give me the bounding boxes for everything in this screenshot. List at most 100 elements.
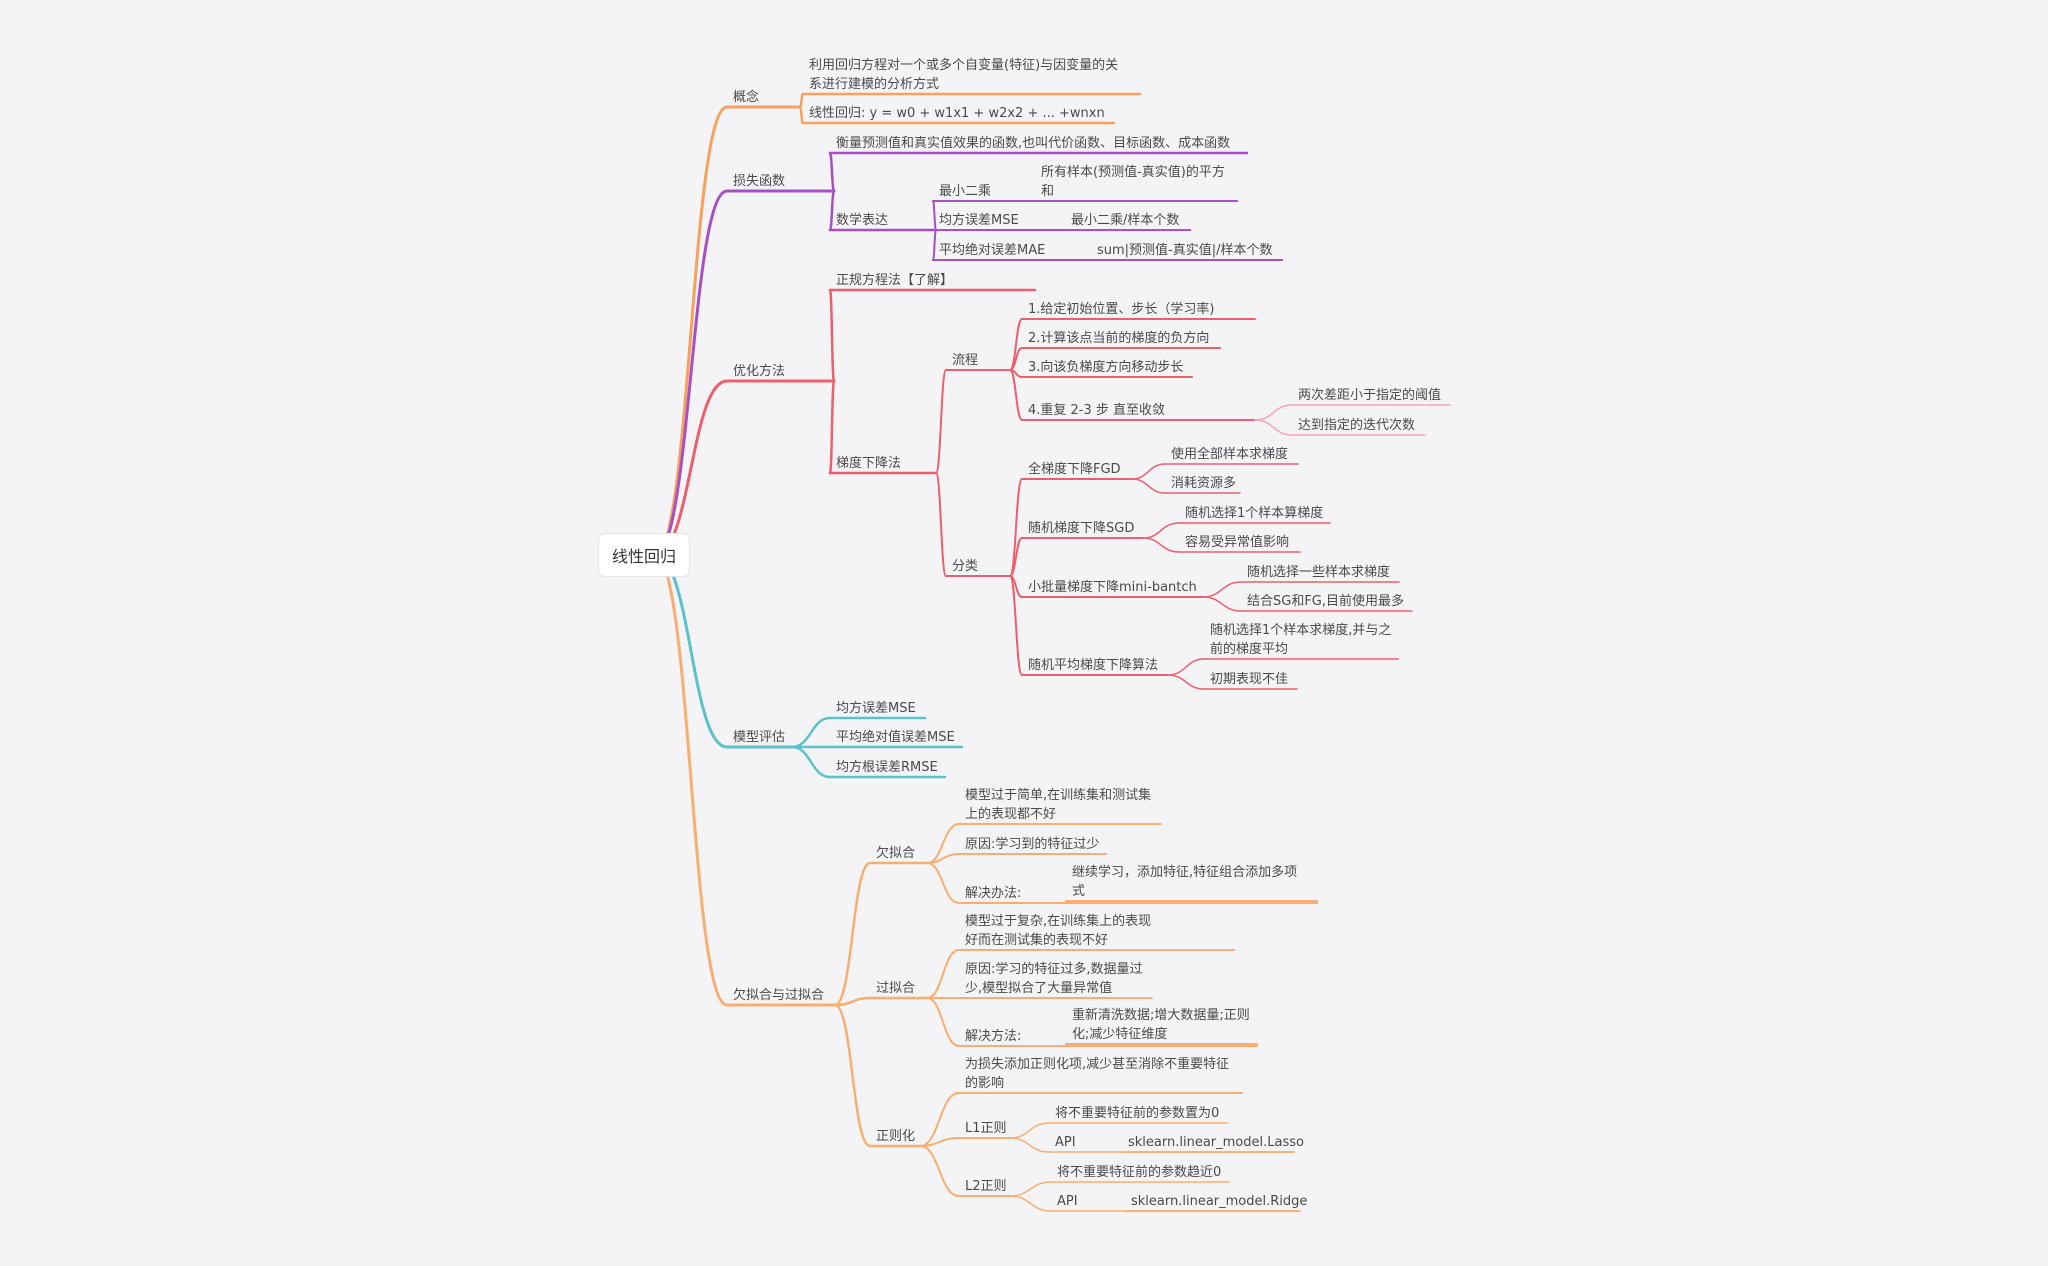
node-conv2[interactable]: 达到指定的迭代次数: [1298, 417, 1415, 433]
node-fgd1[interactable]: 使用全部样本求梯度: [1171, 446, 1288, 462]
node-l1-def[interactable]: 将不重要特征前的参数置为0: [1055, 1105, 1219, 1121]
node-line: 衡量预测值和真实值效果的函数,也叫代价函数、目标函数、成本函数: [836, 135, 1230, 151]
node-sgd2[interactable]: 容易受异常值影响: [1185, 534, 1289, 550]
edge-l2_api: [1009, 1195, 1052, 1212]
node-reg-def[interactable]: 为损失添加正则化项,减少甚至消除不重要特征的影响: [965, 1056, 1229, 1091]
edge-flow4: [1009, 369, 1023, 421]
edge-under_def: [926, 823, 960, 864]
node-line: 使用全部样本求梯度: [1171, 446, 1288, 462]
node-over-cause[interactable]: 原因:学习的特征过多,数据量过少,模型拟合了大量异常值: [965, 961, 1143, 996]
node-l2[interactable]: L2正则: [965, 1179, 1007, 1194]
edge-eval: [653, 553, 729, 749]
node-under[interactable]: 欠拟合: [876, 845, 915, 861]
node-sgd[interactable]: 随机梯度下降SGD: [1028, 520, 1134, 536]
node-line: 模型过于复杂,在训练集上的表现: [965, 913, 1151, 929]
node-line: 模型评估: [733, 730, 785, 745]
node-flow1[interactable]: 1.给定初始位置、步长（学习率): [1028, 301, 1214, 317]
node-over-sol[interactable]: 解决方法:: [965, 1028, 1021, 1044]
edge-fit: [653, 553, 729, 1007]
edge-sag2: [1167, 674, 1205, 690]
node-mse[interactable]: 均方误差MSE: [939, 212, 1019, 228]
node-mse-def[interactable]: 最小二乘/样本个数: [1071, 213, 1179, 228]
node-over[interactable]: 过拟合: [876, 981, 915, 996]
node-line: 分类: [952, 559, 978, 574]
edge-over_sol: [926, 997, 960, 1047]
node-sag1[interactable]: 随机选择1个样本求梯度,并与之前的梯度平均: [1210, 622, 1391, 657]
node-fit[interactable]: 欠拟合与过拟合: [733, 987, 824, 1003]
edge-l1_def: [1009, 1122, 1050, 1139]
node-under-def[interactable]: 模型过于简单,在训练集和测试集上的表现都不好: [965, 787, 1151, 822]
node-line: sum|预测值-真实值|/样本个数: [1097, 242, 1273, 258]
node-l2-def[interactable]: 将不重要特征前的参数趋近0: [1057, 1164, 1221, 1180]
node-line: 原因:学习到的特征过少: [965, 836, 1099, 852]
root-node-label: 线性回归: [611, 547, 676, 566]
node-concept-formula[interactable]: 线性回归: y = w0 + w1x1 + w2x2 + ... +wnxn: [809, 106, 1105, 121]
node-mae[interactable]: 平均绝对误差MAE: [939, 242, 1045, 258]
edge-over_def: [926, 949, 960, 999]
node-flow3[interactable]: 3.向该负梯度方向移动步长: [1028, 359, 1183, 375]
node-line: 2.计算该点当前的梯度的负方向: [1028, 330, 1209, 346]
node-loss[interactable]: 损失函数: [733, 174, 785, 189]
edge-l2_def: [1009, 1181, 1052, 1197]
node-mini2[interactable]: 结合SG和FG,目前使用最多: [1247, 593, 1404, 609]
node-concept-def[interactable]: 利用回归方程对一个或多个自变量(特征)与因变量的关系进行建模的分析方式: [809, 57, 1118, 92]
node-fgd2[interactable]: 消耗资源多: [1171, 475, 1236, 491]
node-concept[interactable]: 概念: [733, 89, 759, 105]
node-conv1[interactable]: 两次差距小于指定的阈值: [1298, 387, 1441, 403]
mind-map-edges: [653, 92, 1451, 1212]
node-classify[interactable]: 分类: [952, 559, 978, 574]
node-under-sol-def[interactable]: 继续学习，添加特征,特征组合添加多项式: [1072, 864, 1297, 899]
edge-mae: [932, 229, 937, 261]
node-line: 欠拟合: [876, 845, 915, 861]
node-least-sq[interactable]: 最小二乘: [939, 184, 991, 199]
root-node[interactable]: 线性回归: [599, 534, 689, 576]
node-over-sol-def[interactable]: 重新清洗数据;增大数据量;正则化;减少特征维度: [1072, 1007, 1250, 1042]
node-flow4[interactable]: 4.重复 2-3 步 直至收敛: [1028, 402, 1165, 418]
node-flow[interactable]: 流程: [952, 353, 978, 368]
node-fgd[interactable]: 全梯度下降FGD: [1028, 461, 1121, 477]
node-mae-def[interactable]: sum|预测值-真实值|/样本个数: [1097, 242, 1273, 258]
edge-l1_api: [1009, 1137, 1050, 1153]
node-eval2[interactable]: 平均绝对值误差MSE: [836, 729, 955, 745]
node-flow2[interactable]: 2.计算该点当前的梯度的负方向: [1028, 330, 1209, 346]
node-line: 模型过于简单,在训练集和测试集: [965, 787, 1151, 803]
node-mini[interactable]: 小批量梯度下降mini-bantch: [1028, 579, 1197, 595]
node-l1-api-val[interactable]: sklearn.linear_model.Lasso: [1128, 1135, 1304, 1150]
edge-concept: [653, 105, 729, 557]
node-over-def[interactable]: 模型过于复杂,在训练集上的表现好而在测试集的表现不好: [965, 913, 1151, 948]
node-l1-api[interactable]: API: [1055, 1135, 1076, 1150]
edge-gd: [828, 379, 836, 475]
edge-sgd2: [1142, 537, 1180, 553]
node-sgd1[interactable]: 随机选择1个样本算梯度: [1185, 505, 1323, 521]
node-eval1[interactable]: 均方误差MSE: [836, 700, 916, 716]
node-line: 均方根误差RMSE: [836, 759, 938, 775]
node-line: 前的梯度平均: [1210, 641, 1288, 657]
node-line: 解决方法:: [965, 1028, 1021, 1044]
edge-conv1: [1254, 404, 1293, 421]
node-mini1[interactable]: 随机选择一些样本求梯度: [1247, 564, 1390, 580]
node-math-expr[interactable]: 数学表达: [836, 212, 888, 228]
node-least-sq-def[interactable]: 所有样本(预测值-真实值)的平方和: [1041, 164, 1225, 199]
node-reg[interactable]: 正则化: [876, 1129, 915, 1144]
node-line: 均方误差MSE: [939, 212, 1019, 228]
node-under-sol[interactable]: 解决办法:: [965, 886, 1021, 901]
node-l2-api[interactable]: API: [1057, 1194, 1078, 1209]
node-line: 损失函数: [733, 174, 785, 189]
node-line: 流程: [952, 353, 978, 368]
edge-flow: [935, 369, 947, 474]
node-sag2[interactable]: 初期表现不佳: [1210, 672, 1288, 687]
node-eval[interactable]: 模型评估: [733, 730, 785, 745]
node-normal-eq[interactable]: 正规方程法【了解】: [836, 272, 953, 288]
node-l1[interactable]: L1正则: [965, 1121, 1007, 1136]
node-optim[interactable]: 优化方法: [733, 363, 785, 379]
edge-reg_def: [919, 1092, 960, 1147]
edge-concept_formula: [798, 105, 805, 125]
edge-fgd1: [1131, 463, 1166, 480]
node-eval3[interactable]: 均方根误差RMSE: [836, 759, 938, 775]
node-loss-def[interactable]: 衡量预测值和真实值效果的函数,也叫代价函数、目标函数、成本函数: [836, 135, 1230, 151]
node-under-cause[interactable]: 原因:学习到的特征过少: [965, 836, 1099, 852]
node-line: 1.给定初始位置、步长（学习率): [1028, 301, 1214, 317]
node-sag[interactable]: 随机平均梯度下降算法: [1028, 657, 1158, 673]
node-l2-api-val[interactable]: sklearn.linear_model.Ridge: [1131, 1194, 1307, 1209]
node-gd[interactable]: 梯度下降法: [836, 455, 901, 471]
